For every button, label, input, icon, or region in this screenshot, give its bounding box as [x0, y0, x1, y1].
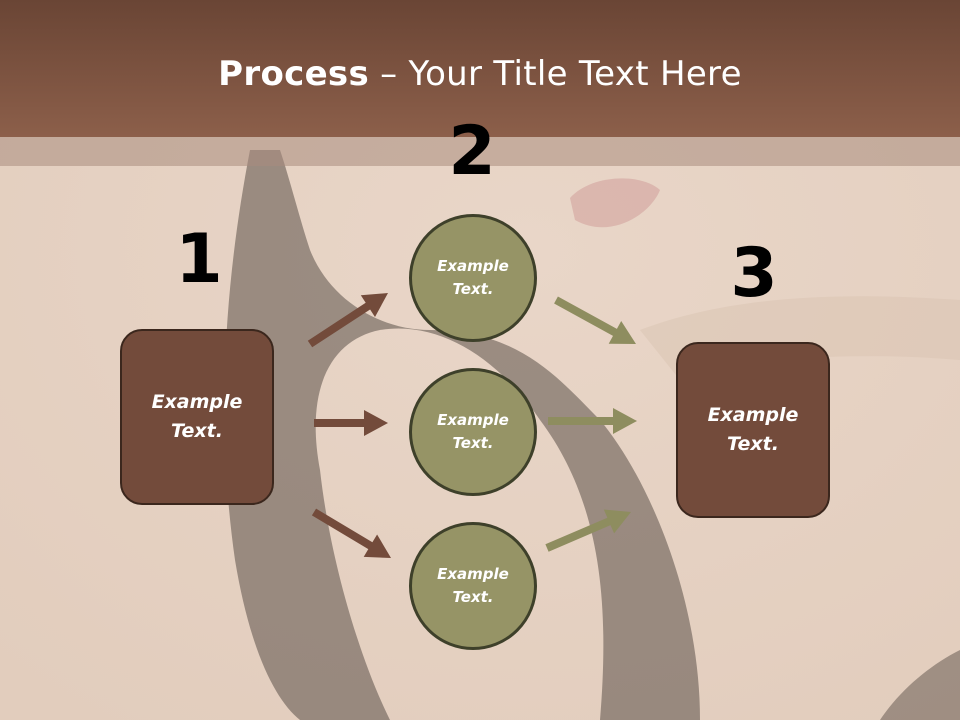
arrow-1-to-top	[307, 293, 388, 348]
arrow-middle-to-3	[548, 408, 637, 434]
arrow-1-to-bottom	[311, 508, 391, 558]
arrow-1-to-middle	[314, 410, 388, 436]
title-strong: Process	[218, 54, 370, 94]
circle-bottom-label: Example Text.	[437, 565, 509, 606]
circle-top-label: Example Text.	[437, 257, 509, 298]
slide-title: Process – Your Title Text Here	[0, 52, 960, 96]
title-rest: – Your Title Text Here	[369, 54, 742, 94]
step-box-3-label: Example Text.	[707, 404, 799, 455]
step-number-3: 3	[730, 234, 778, 313]
title-bar	[0, 0, 960, 137]
arrow-bottom-to-3	[545, 509, 631, 552]
circle-top: Example Text.	[409, 214, 537, 342]
step-box-1-label: Example Text.	[151, 391, 243, 442]
arrow-top-to-3	[554, 296, 636, 344]
step-box-1: Example Text.	[120, 329, 274, 505]
step-number-2: 2	[448, 112, 496, 191]
step-number-1: 1	[175, 220, 223, 299]
circle-middle-label: Example Text.	[437, 411, 509, 452]
step-box-3: Example Text.	[676, 342, 830, 518]
circle-bottom: Example Text.	[409, 522, 537, 650]
title-bar-band	[0, 137, 960, 166]
circle-middle: Example Text.	[409, 368, 537, 496]
